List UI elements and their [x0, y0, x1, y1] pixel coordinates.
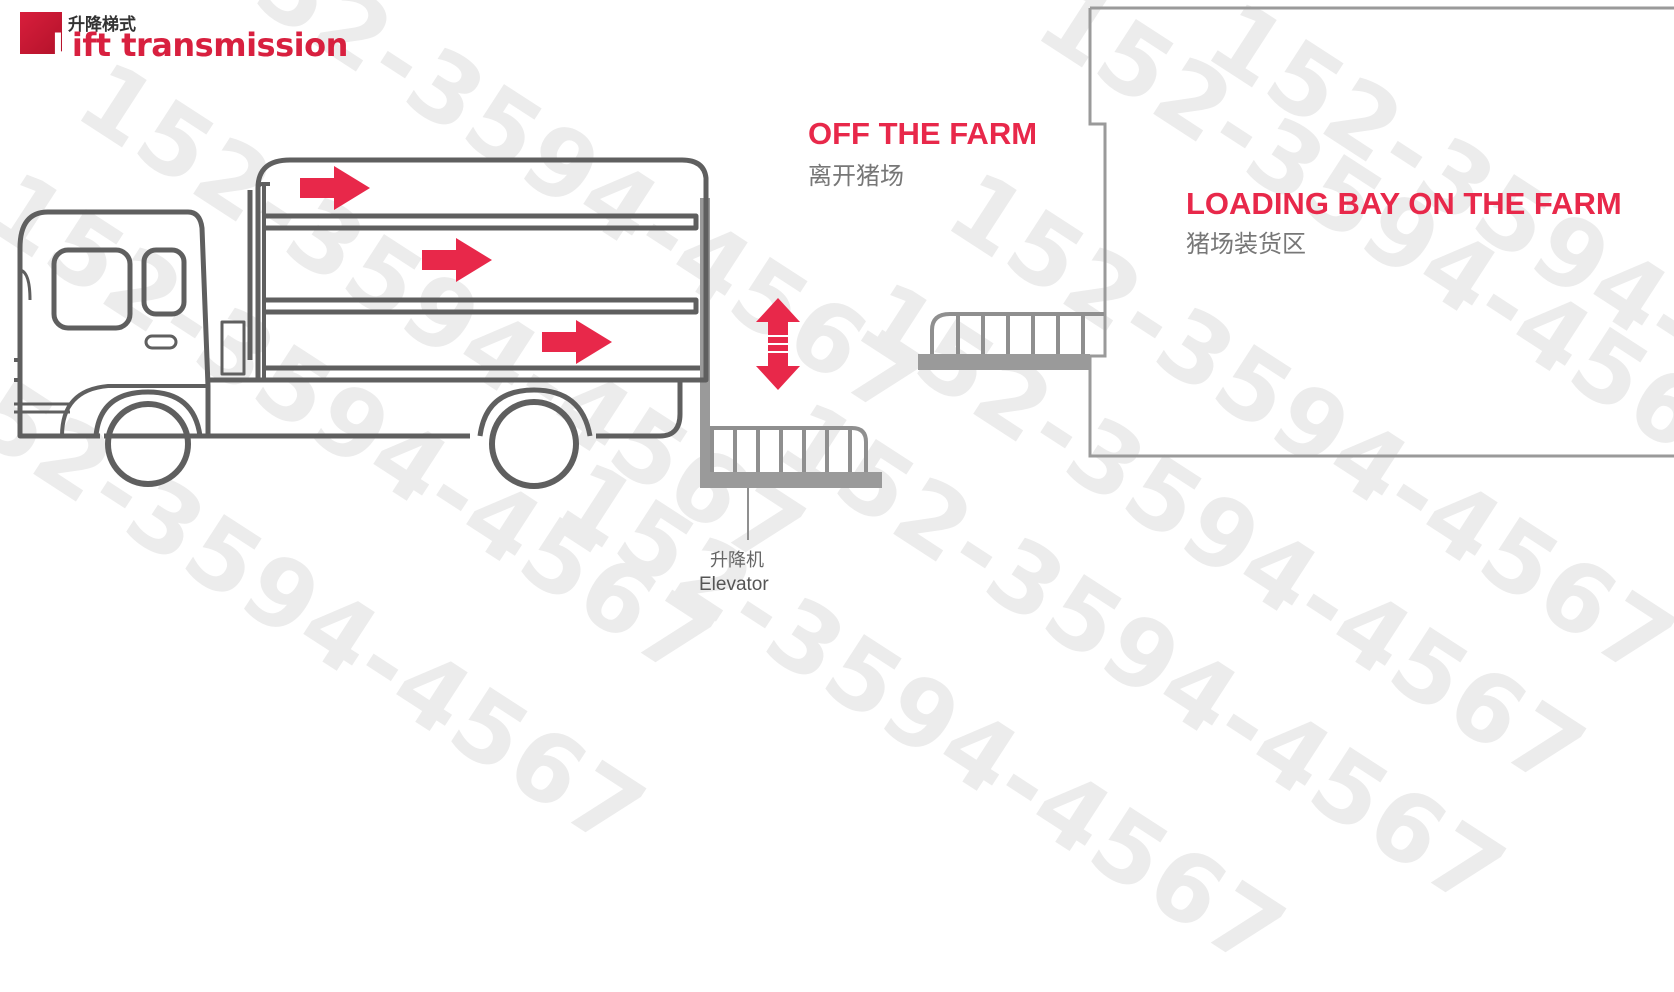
arrow-right-icon	[542, 320, 612, 364]
arrow-right-icon	[422, 238, 492, 282]
loading-bay-label: LOADING BAY ON THE FARM	[1186, 186, 1622, 222]
truck-icon	[14, 160, 706, 486]
farm-building-outline	[1090, 8, 1674, 456]
elevator-label-en: Elevator	[699, 574, 769, 596]
diagram-canvas: 152-3594-4567 152-3594-4567 152-3594-456…	[0, 0, 1674, 604]
arrow-updown-icon	[756, 298, 800, 390]
arrow-right-icon	[300, 166, 370, 210]
elevator-label-cn: 升降机	[710, 546, 764, 572]
diagram-drawing	[0, 0, 1674, 604]
off-farm-label-cn: 离开猪场	[808, 156, 904, 191]
loading-dock-icon	[918, 314, 1104, 370]
off-farm-label: OFF THE FARM	[808, 116, 1037, 152]
loading-bay-label-cn: 猪场装货区	[1186, 224, 1306, 259]
